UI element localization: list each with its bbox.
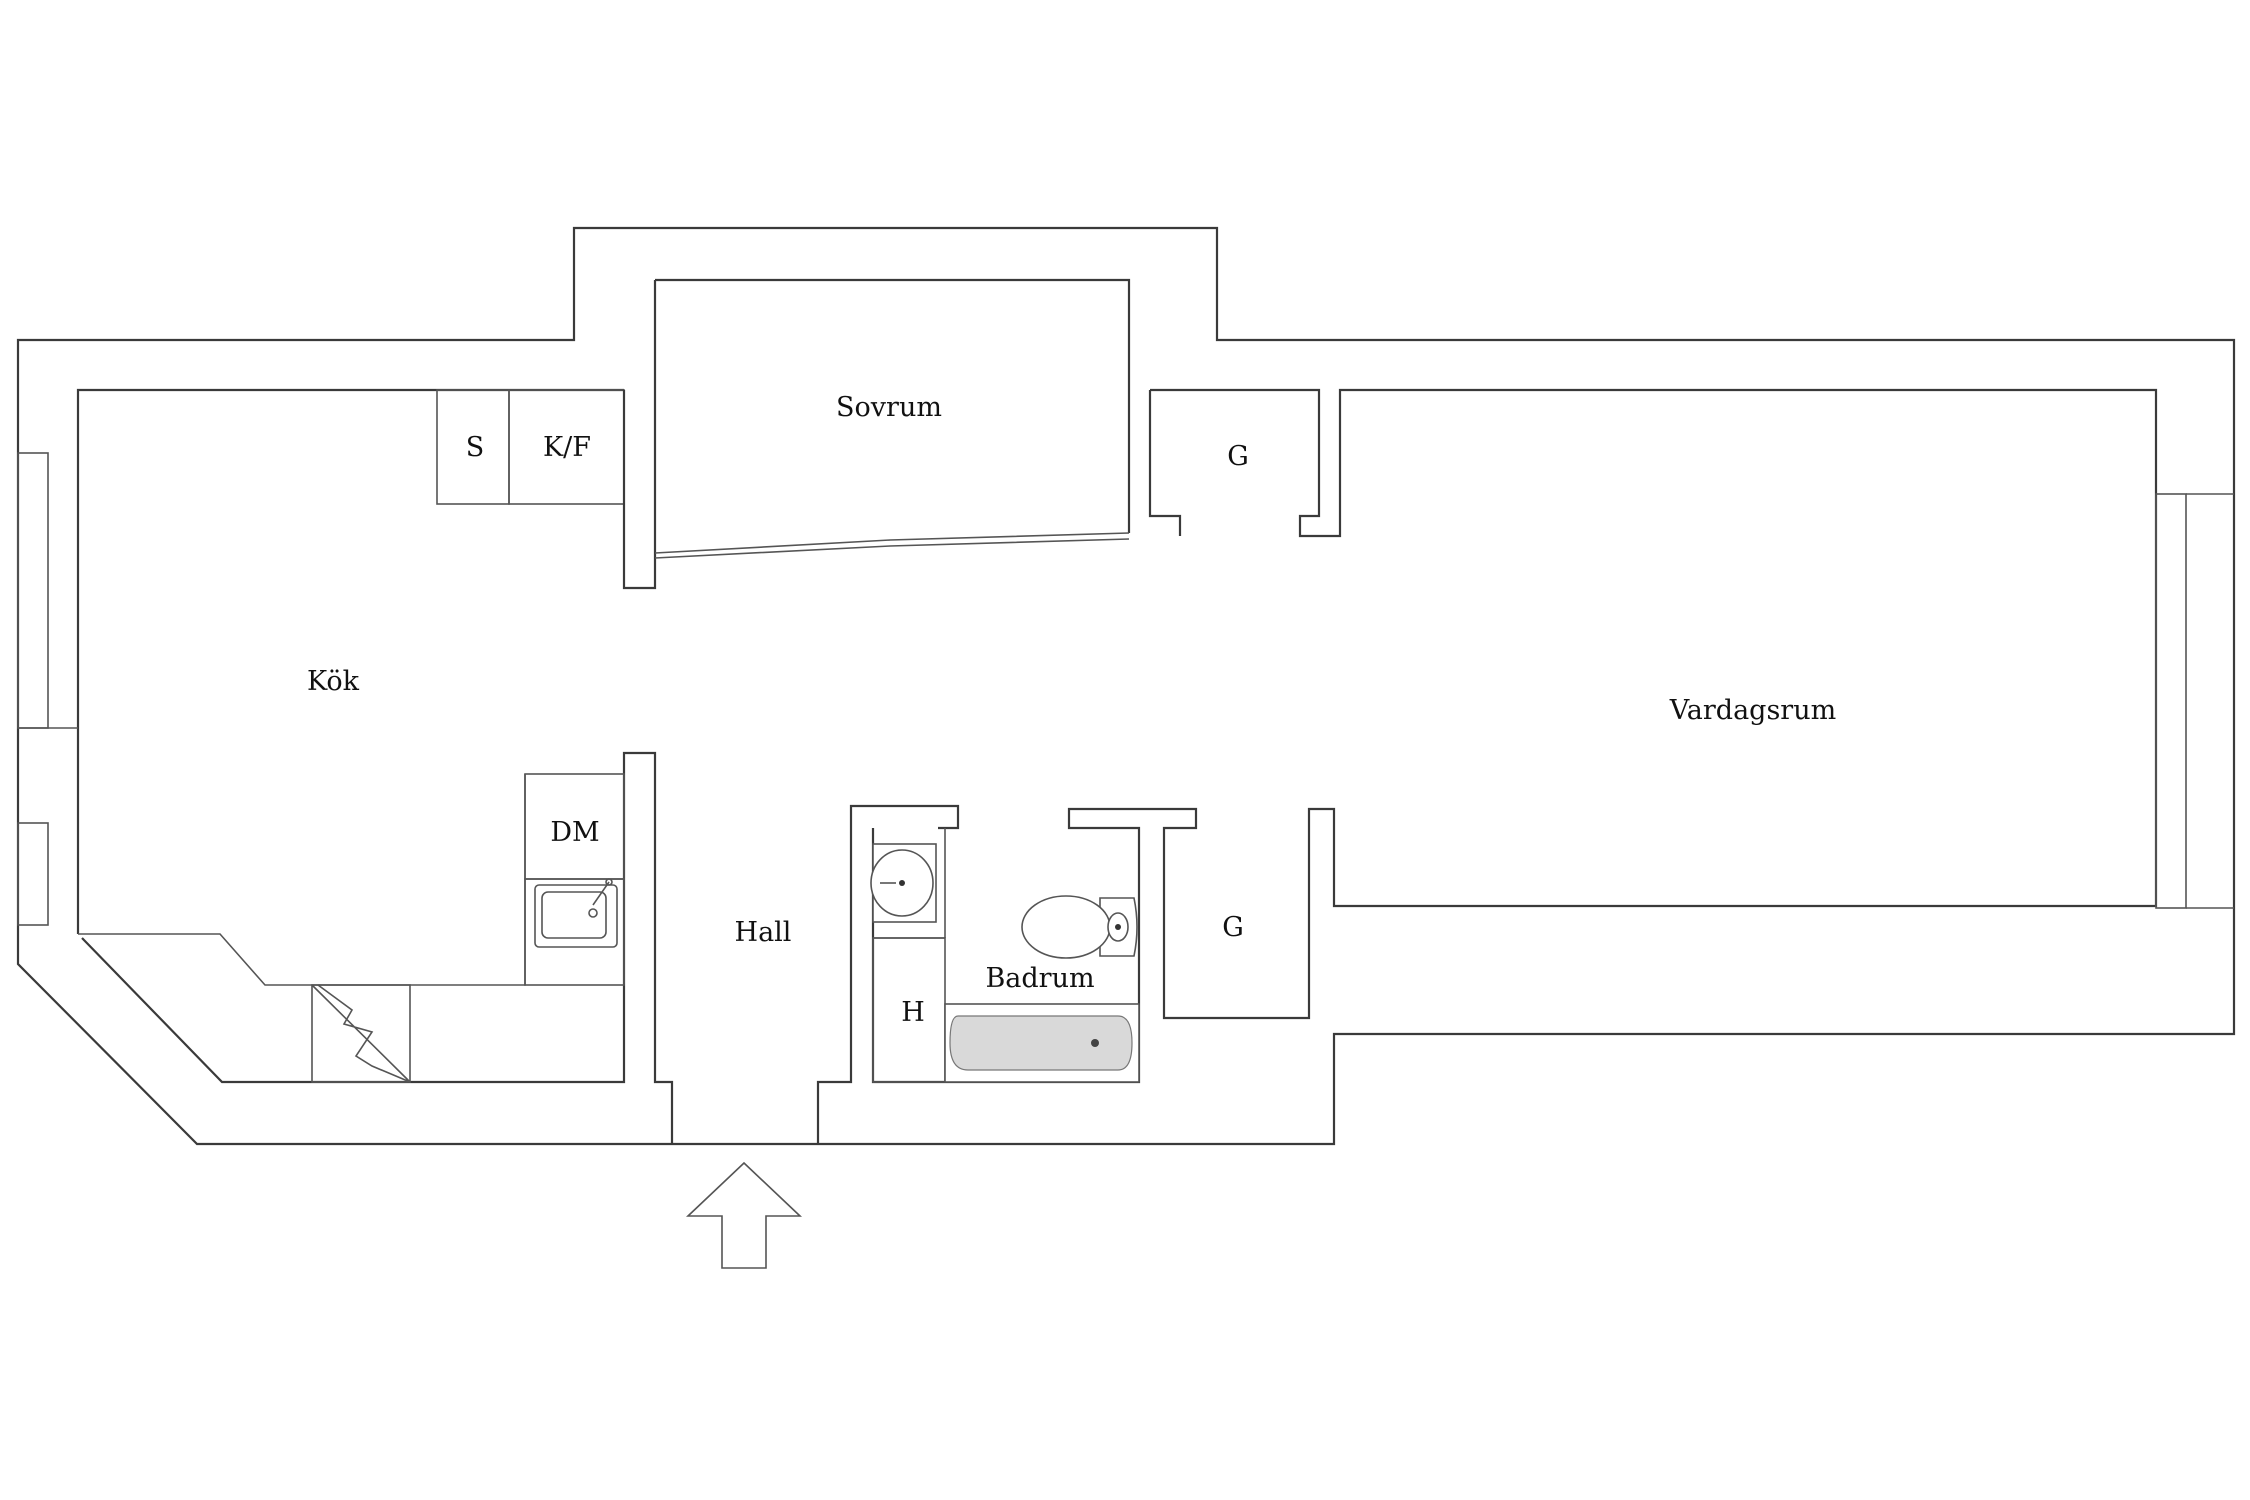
outer-wall bbox=[16, 226, 2236, 1146]
closet-label-g-top: G bbox=[1227, 441, 1249, 472]
fireplace-icon bbox=[311, 984, 411, 1083]
entrance-arrow-icon bbox=[685, 1161, 803, 1269]
bedroom-walls bbox=[655, 278, 1131, 533]
room-label-sovrum: Sovrum bbox=[836, 392, 942, 423]
fixture-label-kf: K/F bbox=[543, 432, 591, 463]
washbasin-icon bbox=[870, 843, 937, 923]
window-left-bottom bbox=[17, 822, 49, 926]
toilet-icon bbox=[1021, 895, 1138, 959]
closet-top-left bbox=[1148, 390, 1182, 536]
closet-top-walls bbox=[1150, 388, 2158, 908]
bedroom-sliding-door bbox=[654, 532, 1130, 559]
window-left-top bbox=[17, 452, 49, 729]
room-label-badrum: Badrum bbox=[985, 963, 1094, 994]
room-label-hall: Hall bbox=[735, 917, 792, 948]
kitchen-inner-wall bbox=[76, 388, 624, 934]
room-label-kok: Kök bbox=[307, 666, 360, 697]
kitchen-bedroom-wall bbox=[622, 280, 657, 590]
fixture-label-s: S bbox=[466, 432, 485, 463]
hall-right-wall bbox=[816, 804, 960, 1144]
fixture-label-dm: DM bbox=[550, 817, 599, 848]
bathtub-icon bbox=[944, 1003, 1140, 1083]
closet-label-g-bottom: G bbox=[1222, 912, 1244, 943]
kitchen-sink-icon bbox=[534, 878, 618, 948]
kitchen-lower-wall bbox=[81, 751, 674, 1144]
window-right bbox=[2155, 493, 2187, 909]
fixture-label-h: H bbox=[901, 997, 925, 1028]
kitchen-counter-diagonal bbox=[78, 774, 526, 986]
room-label-vardagsrum: Vardagsrum bbox=[1669, 695, 1836, 726]
sink-unit bbox=[524, 878, 625, 986]
